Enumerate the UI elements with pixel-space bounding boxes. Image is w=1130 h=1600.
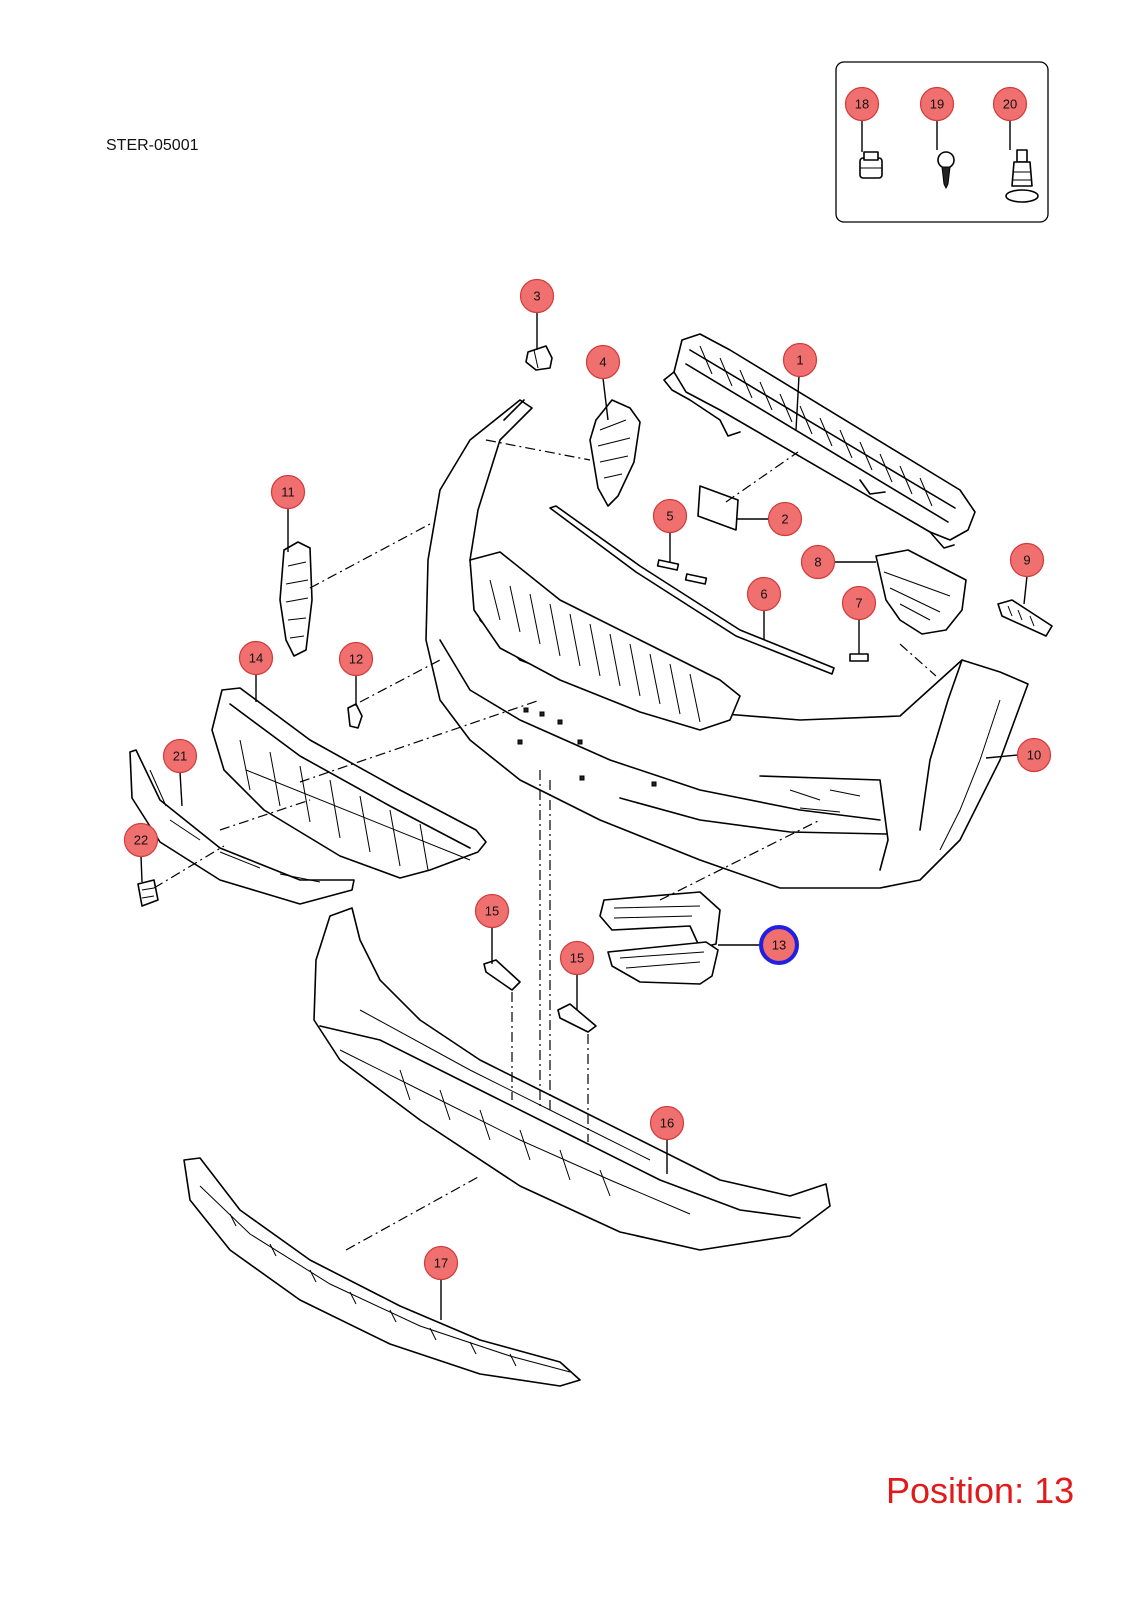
callout-label: 16 bbox=[660, 1116, 674, 1131]
plate-part-2 bbox=[697, 485, 739, 531]
callout-label: 19 bbox=[930, 97, 944, 112]
callout-circle[interactable] bbox=[649, 1105, 685, 1141]
pad-part-7 bbox=[849, 653, 869, 662]
energy-absorber bbox=[469, 551, 741, 731]
trim-strip-part-6 bbox=[549, 505, 835, 675]
callout-label: 8 bbox=[814, 555, 821, 570]
callout-20[interactable]: 20 bbox=[992, 86, 1028, 122]
callout-circle[interactable] bbox=[559, 940, 595, 976]
callout-17[interactable]: 17 bbox=[423, 1245, 459, 1281]
callout-16[interactable]: 16 bbox=[649, 1105, 685, 1141]
callout-11[interactable]: 11 bbox=[270, 474, 306, 510]
callout-label: 2 bbox=[781, 512, 788, 527]
bracket-part-3 bbox=[525, 345, 553, 371]
callout-label: 7 bbox=[855, 596, 862, 611]
callout-circle[interactable] bbox=[652, 498, 688, 534]
callout-circle[interactable] bbox=[746, 576, 782, 612]
callout-label: 3 bbox=[533, 289, 540, 304]
selection-ring bbox=[759, 925, 799, 965]
callout-label: 6 bbox=[760, 587, 767, 602]
callout-label: 18 bbox=[855, 97, 869, 112]
callout-label: 4 bbox=[599, 355, 606, 370]
position-label: Position: 13 bbox=[886, 1470, 1074, 1511]
callout-15[interactable]: 15 bbox=[559, 940, 595, 976]
clip-part-18 bbox=[859, 151, 883, 179]
callout-circle[interactable] bbox=[992, 86, 1028, 122]
callout-22[interactable]: 22 bbox=[123, 822, 159, 858]
callout-label: 14 bbox=[249, 651, 263, 666]
callout-label: 15 bbox=[570, 951, 584, 966]
callout-circle[interactable] bbox=[162, 738, 198, 774]
callout-18[interactable]: 18 bbox=[844, 86, 880, 122]
callout-6[interactable]: 6 bbox=[746, 576, 782, 612]
callout-circle[interactable] bbox=[1009, 542, 1045, 578]
callout-label: 1 bbox=[796, 353, 803, 368]
emblem-part-22 bbox=[137, 879, 159, 907]
skid-plate-part-17 bbox=[183, 1157, 581, 1387]
callout-9[interactable]: 9 bbox=[1009, 542, 1045, 578]
callout-circle[interactable] bbox=[423, 1245, 459, 1281]
callout-19[interactable]: 19 bbox=[919, 86, 955, 122]
air-guide-part-8 bbox=[875, 549, 967, 635]
leader-lines bbox=[140, 121, 1028, 1320]
push-rivet-part-20 bbox=[1005, 149, 1039, 203]
callout-15[interactable]: 15 bbox=[474, 893, 510, 929]
callout-label: 22 bbox=[134, 833, 148, 848]
callout-label: 11 bbox=[281, 485, 295, 500]
callout-label: 20 bbox=[1003, 97, 1017, 112]
upper-grille-part-14 bbox=[211, 687, 487, 879]
side-bracket-part-11 bbox=[279, 541, 313, 657]
callout-label: 10 bbox=[1027, 748, 1041, 763]
callout-circle[interactable] bbox=[474, 893, 510, 929]
callout-circle[interactable] bbox=[238, 640, 274, 676]
callout-label: 12 bbox=[349, 652, 363, 667]
callout-circle[interactable] bbox=[841, 585, 877, 621]
callout-circle[interactable] bbox=[123, 822, 159, 858]
cover-mounting-holes bbox=[517, 707, 657, 787]
screw-part-19 bbox=[937, 151, 955, 190]
callout-14[interactable]: 14 bbox=[238, 640, 274, 676]
callout-circle[interactable] bbox=[767, 501, 803, 537]
bracket-part-9 bbox=[997, 599, 1053, 637]
callout-label: 9 bbox=[1023, 553, 1030, 568]
fog-lamp-bezel-part-13 bbox=[599, 891, 721, 985]
callout-label: 21 bbox=[173, 749, 187, 764]
callout-circle[interactable] bbox=[782, 342, 818, 378]
callout-label: 5 bbox=[666, 509, 673, 524]
side-bracket-part-4 bbox=[589, 399, 641, 507]
callout-circle[interactable] bbox=[338, 641, 374, 677]
callout-8[interactable]: 8 bbox=[800, 544, 836, 580]
assembly-lines bbox=[153, 439, 937, 1251]
callout-circle[interactable] bbox=[1016, 737, 1052, 773]
lower-bumper-part-16 bbox=[313, 907, 831, 1251]
callout-13[interactable]: 13 bbox=[759, 925, 799, 965]
callout-label: 13 bbox=[772, 938, 786, 953]
pads-part-5 bbox=[656, 559, 708, 585]
callout-2[interactable]: 2 bbox=[767, 501, 803, 537]
callout-10[interactable]: 10 bbox=[1016, 737, 1052, 773]
bracket-part-15b bbox=[557, 1003, 597, 1033]
bumper-reinforcement-part-1 bbox=[663, 333, 976, 549]
callout-7[interactable]: 7 bbox=[841, 585, 877, 621]
callout-circle[interactable] bbox=[919, 86, 955, 122]
callout-label: 17 bbox=[434, 1256, 448, 1271]
callout-4[interactable]: 4 bbox=[585, 344, 621, 380]
callout-circle[interactable] bbox=[519, 278, 555, 314]
callout-circle[interactable] bbox=[270, 474, 306, 510]
callout-1[interactable]: 1 bbox=[782, 342, 818, 378]
cap-part-12 bbox=[347, 703, 363, 729]
callout-circle[interactable] bbox=[844, 86, 880, 122]
callout-circle[interactable] bbox=[800, 544, 836, 580]
bracket-part-15a bbox=[483, 959, 521, 991]
callout-5[interactable]: 5 bbox=[652, 498, 688, 534]
callout-label: 15 bbox=[485, 904, 499, 919]
callout-12[interactable]: 12 bbox=[338, 641, 374, 677]
callout-3[interactable]: 3 bbox=[519, 278, 555, 314]
callout-circle[interactable] bbox=[585, 344, 621, 380]
callout-21[interactable]: 21 bbox=[162, 738, 198, 774]
diagram-id: STER-05001 bbox=[106, 137, 199, 154]
